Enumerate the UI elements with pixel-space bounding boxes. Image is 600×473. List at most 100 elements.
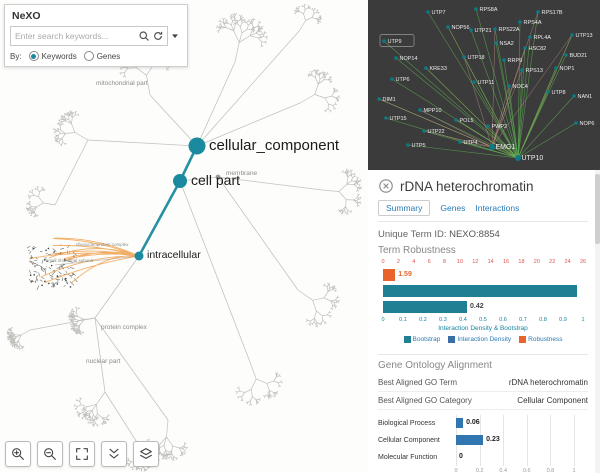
network-edge xyxy=(455,119,519,159)
network-edge xyxy=(491,34,573,148)
network-edge xyxy=(463,56,493,148)
network-node[interactable]: EMG1 xyxy=(489,144,515,151)
network-node[interactable]: UTP15 xyxy=(384,116,407,122)
dense-cluster-node xyxy=(33,274,35,276)
reset-icon[interactable] xyxy=(151,29,165,43)
network-node[interactable]: RRP9 xyxy=(502,58,522,64)
network-node-label: RPS8A xyxy=(480,7,498,13)
tree-node[interactable] xyxy=(173,174,187,188)
network-node[interactable]: RPS22A xyxy=(493,27,520,33)
fit-to-screen-button[interactable] xyxy=(69,441,95,467)
network-edge xyxy=(491,69,523,148)
network-node[interactable]: DIM1 xyxy=(377,97,396,103)
dense-cluster-node xyxy=(31,280,33,283)
network-node-label: NOP56 xyxy=(452,25,470,31)
network-node[interactable]: UTP22 xyxy=(422,129,445,135)
network-node[interactable]: UTP7 xyxy=(426,10,446,16)
network-node[interactable]: UTP6 xyxy=(390,77,410,83)
close-icon[interactable] xyxy=(378,178,394,194)
network-node-label: RPS4A xyxy=(524,20,542,26)
search-icon[interactable] xyxy=(137,29,151,43)
network-node[interactable]: RPS13 xyxy=(520,68,543,74)
term-details-panel: rDNA heterochromatin Summary Genes Inter… xyxy=(368,170,600,473)
network-node[interactable]: KRE33 xyxy=(424,66,447,72)
network-edge xyxy=(517,47,526,159)
membrane-node[interactable] xyxy=(215,174,221,180)
radio-keywords-control[interactable] xyxy=(28,51,39,61)
network-node[interactable]: NSA2 xyxy=(494,41,514,47)
layers-button[interactable] xyxy=(133,441,159,467)
network-node[interactable]: UTP8 xyxy=(546,90,566,96)
network-node[interactable]: RPS17B xyxy=(536,10,563,16)
network-node-label: UTP21 xyxy=(475,28,492,34)
dense-cluster-node xyxy=(41,284,43,287)
network-edge xyxy=(517,95,575,159)
network-node[interactable]: UTP13 xyxy=(570,33,593,39)
scrollbar[interactable] xyxy=(595,170,600,473)
network-node[interactable]: HSC82 xyxy=(523,46,546,52)
network-node[interactable]: NAN1 xyxy=(572,94,592,100)
network-node-label: NOP1 xyxy=(560,66,575,72)
tree-node[interactable] xyxy=(188,137,206,155)
unique-term-id: Unique Term ID: NEXO:8854 xyxy=(378,229,588,240)
network-node[interactable]: BUD21 xyxy=(564,53,587,59)
dense-cluster-node xyxy=(72,273,74,275)
network-node[interactable]: UTP5 xyxy=(406,143,426,149)
network-edge xyxy=(491,28,496,148)
network-edge xyxy=(517,11,539,159)
network-node-label: UTP6 xyxy=(396,77,410,83)
radio-keywords-label: Keywords xyxy=(41,51,77,61)
tab-genes[interactable]: Genes xyxy=(440,203,466,213)
network-node[interactable]: UTP18 xyxy=(462,55,485,61)
network-node[interactable]: POL5 xyxy=(454,118,474,124)
radio-keywords[interactable]: Keywords xyxy=(28,51,77,61)
section-title-go-alignment: Gene Ontology Alignment xyxy=(378,360,492,371)
network-node-label: UTP8 xyxy=(552,90,566,96)
ontology-tree-canvas[interactable] xyxy=(0,0,368,473)
radio-genes-control[interactable] xyxy=(83,51,94,61)
network-node[interactable]: UTP21 xyxy=(469,28,492,34)
network-node[interactable]: RPS4A xyxy=(518,20,542,26)
network-node[interactable]: MPP10 xyxy=(418,108,442,114)
tab-interactions[interactable]: Interactions xyxy=(475,203,520,213)
network-node-label: RPS17B xyxy=(542,10,563,16)
search-input[interactable] xyxy=(13,30,137,42)
network-node-label: KRE33 xyxy=(430,66,447,72)
network-node[interactable]: RPL4A xyxy=(528,35,551,41)
zoom-out-button[interactable] xyxy=(37,441,63,467)
network-edge xyxy=(517,36,531,159)
network-edge xyxy=(491,85,510,148)
network-node[interactable]: RPS8A xyxy=(474,7,498,13)
network-edge xyxy=(425,67,519,159)
network-node[interactable]: NOC4 xyxy=(507,84,528,90)
network-node[interactable]: UTP9 xyxy=(379,34,415,47)
network-node[interactable]: NOP1 xyxy=(554,66,574,72)
network-node[interactable]: PWP2 xyxy=(486,124,507,130)
legend-item: Interaction Density xyxy=(448,336,511,343)
network-node[interactable]: NOP56 xyxy=(446,25,470,31)
network-node[interactable]: NOP14 xyxy=(394,56,418,62)
collapse-caret-icon[interactable] xyxy=(168,29,182,43)
zoom-in-button[interactable] xyxy=(5,441,31,467)
network-edge xyxy=(517,69,523,159)
network-node[interactable]: NOP6 xyxy=(574,121,594,127)
network-edge xyxy=(517,91,549,159)
robustness-bar xyxy=(383,301,467,313)
legend-item: Bootstrap xyxy=(403,336,440,343)
tab-summary[interactable]: Summary xyxy=(378,200,431,216)
tree-node[interactable] xyxy=(134,251,144,261)
network-node[interactable]: UTP4 xyxy=(458,140,478,146)
radio-genes[interactable]: Genes xyxy=(83,51,120,61)
network-node[interactable]: UTP10 xyxy=(515,155,543,162)
network-edge xyxy=(459,141,493,148)
expand-depth-button[interactable] xyxy=(101,441,127,467)
dense-cluster-node xyxy=(48,282,50,285)
scrollbar-thumb[interactable] xyxy=(595,174,600,244)
network-node[interactable]: UTP11 xyxy=(472,80,494,86)
